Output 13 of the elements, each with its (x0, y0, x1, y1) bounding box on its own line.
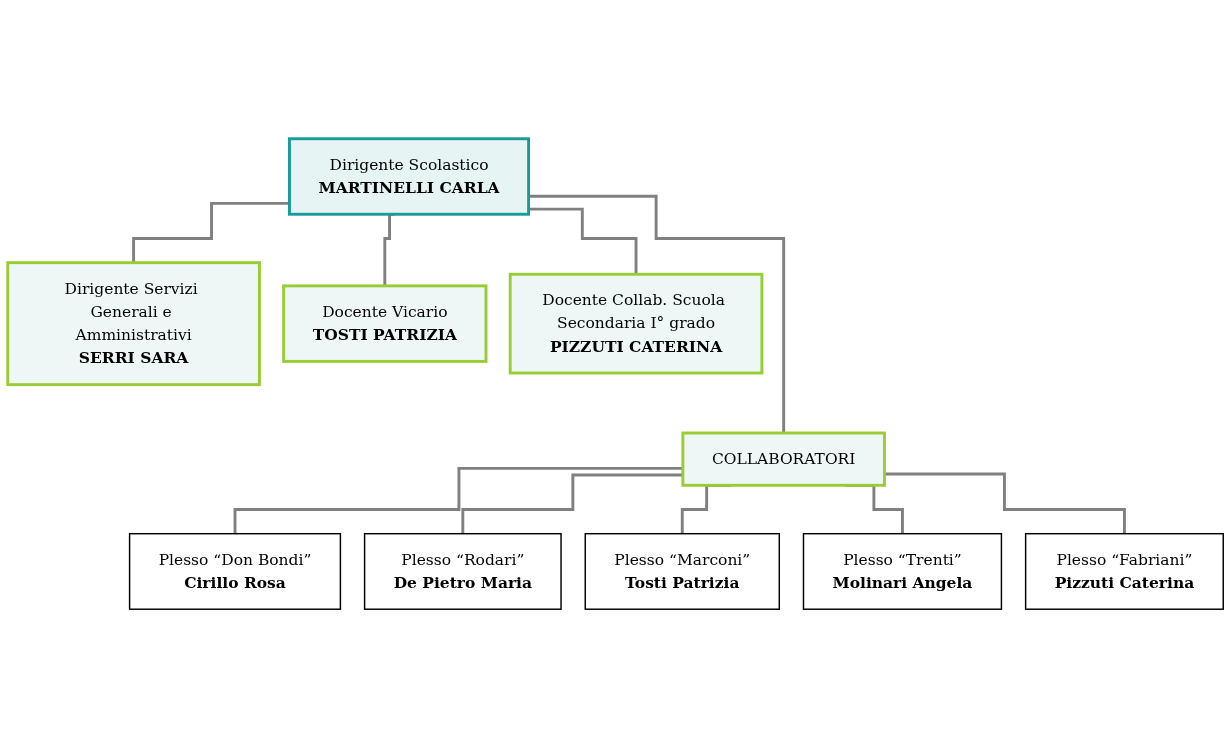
node-box: Dirigente Servizi Generali e Amministrativi SERRI SARA (6, 260, 261, 386)
connector (461, 473, 683, 535)
node-box: Docente Vicario TOSTI PATRIZIA (282, 283, 488, 363)
connector (884, 472, 1126, 535)
node-box: Plesso “Trenti” Molinari Angela (802, 532, 1003, 610)
node-box: Plesso “Rodari” De Pietro Maria (363, 532, 562, 610)
node-box: Plesso “Marconi” Tosti Patrizia (584, 532, 780, 610)
node-box: COLLABORATORI (681, 431, 886, 487)
node-box: Docente Collab. Scuola Secondaria I° grado PIZZUTI CATERINA (508, 272, 764, 374)
node-box: Plesso “Fabriani” Pizzuti Caterina (1024, 532, 1224, 610)
connector (233, 466, 683, 535)
node-box: Plesso “Don Bondi” Cirillo Rosa (128, 532, 342, 610)
node-box: Dirigente Scolastico MARTINELLI CARLA (288, 136, 531, 216)
